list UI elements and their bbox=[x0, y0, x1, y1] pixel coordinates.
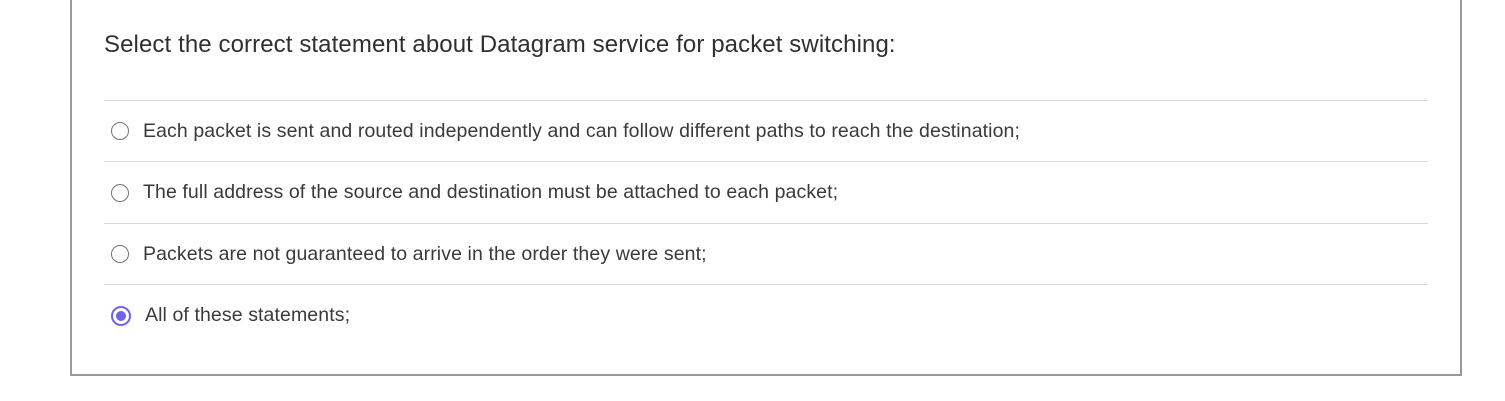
answer-option[interactable]: The full address of the source and desti… bbox=[104, 161, 1428, 223]
radio-unselected-icon[interactable] bbox=[111, 245, 129, 264]
answer-option[interactable]: Each packet is sent and routed independe… bbox=[104, 99, 1428, 162]
answer-option-label: All of these statements; bbox=[145, 304, 351, 327]
answer-option-label: The full address of the source and desti… bbox=[143, 181, 839, 204]
radio-unselected-icon[interactable] bbox=[111, 122, 129, 141]
options-list: Each packet is sent and routed independe… bbox=[104, 99, 1428, 346]
answer-option-label: Each packet is sent and routed independe… bbox=[143, 119, 1020, 142]
radio-selected-icon[interactable] bbox=[111, 305, 131, 326]
answer-option[interactable]: All of these statements; bbox=[104, 284, 1428, 346]
answer-option-label: Packets are not guaranteed to arrive in … bbox=[143, 242, 707, 265]
answer-option[interactable]: Packets are not guaranteed to arrive in … bbox=[104, 222, 1428, 285]
question-title: Select the correct statement about Datag… bbox=[104, 31, 896, 58]
question-card: Select the correct statement about Datag… bbox=[70, 0, 1462, 376]
radio-unselected-icon[interactable] bbox=[111, 183, 129, 202]
